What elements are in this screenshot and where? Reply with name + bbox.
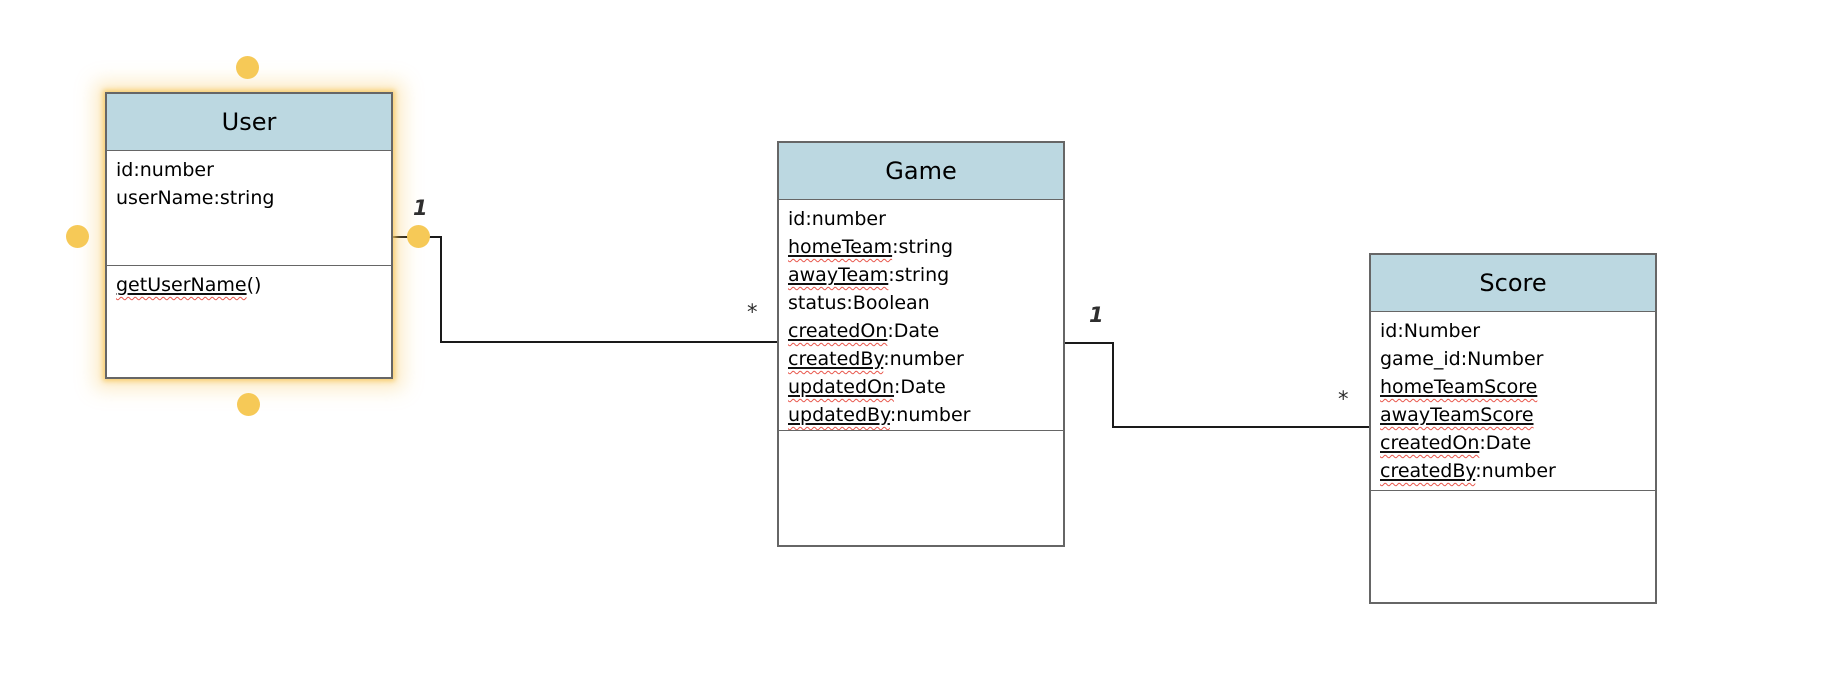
member-text: id:number bbox=[788, 208, 886, 230]
member-row: createdBy:number bbox=[788, 345, 1054, 373]
member-row: awayTeamScore bbox=[1380, 401, 1646, 429]
member-text: :string bbox=[888, 264, 950, 286]
misspelled-token: awayTeam bbox=[788, 264, 889, 286]
misspelled-token: homeTeam bbox=[788, 236, 893, 258]
selection-handle-left[interactable] bbox=[66, 225, 89, 248]
class-box-user[interactable]: User id:number userName:string getUserNam… bbox=[105, 92, 393, 379]
member-row: userName:string bbox=[116, 184, 382, 212]
member-row: game_id:Number bbox=[1380, 345, 1646, 373]
member-row: createdBy:number bbox=[1380, 457, 1646, 485]
misspelled-token: updatedOn bbox=[788, 376, 895, 398]
member-text: () bbox=[246, 274, 262, 296]
member-row: status:Boolean bbox=[788, 289, 1054, 317]
attributes-section-user: id:number userName:string bbox=[107, 150, 391, 265]
member-text: :Date bbox=[894, 376, 946, 398]
multiplicity-user-end[interactable]: 1 bbox=[413, 196, 428, 220]
member-text: :number bbox=[1475, 460, 1556, 482]
member-row: updatedBy:number bbox=[788, 401, 1054, 429]
member-row: awayTeam:string bbox=[788, 261, 1054, 289]
member-row: homeTeamScore bbox=[1380, 373, 1646, 401]
misspelled-token: getUserName bbox=[116, 274, 247, 296]
class-title-user: User bbox=[107, 94, 391, 150]
attributes-section-score: id:Number game_id:Number homeTeamScore away… bbox=[1371, 311, 1655, 490]
misspelled-token: awayTeamScore bbox=[1380, 404, 1534, 426]
member-row: id:number bbox=[116, 156, 382, 184]
member-text: game_id:Number bbox=[1380, 348, 1544, 370]
member-row: homeTeam:string bbox=[788, 233, 1054, 261]
connector-user-game[interactable] bbox=[393, 236, 777, 343]
misspelled-token: createdBy bbox=[788, 348, 884, 370]
connector-game-score[interactable] bbox=[1065, 342, 1369, 428]
methods-section-user: getUserName() bbox=[107, 265, 391, 377]
selection-handle-right[interactable] bbox=[407, 225, 430, 248]
member-row: getUserName() bbox=[116, 271, 382, 299]
class-title-game: Game bbox=[779, 143, 1063, 199]
class-title-score: Score bbox=[1371, 255, 1655, 311]
misspelled-token: createdOn bbox=[1380, 432, 1480, 454]
methods-section-score bbox=[1371, 490, 1655, 602]
member-text: :number bbox=[889, 404, 971, 426]
member-text: id:Number bbox=[1380, 320, 1481, 342]
class-box-score[interactable]: Score id:Number game_id:Number homeTeamSco… bbox=[1369, 253, 1657, 604]
misspelled-token: createdBy bbox=[1380, 460, 1476, 482]
member-text: userName:string bbox=[116, 187, 275, 209]
member-row: updatedOn:Date bbox=[788, 373, 1054, 401]
member-row: id:number bbox=[788, 205, 1054, 233]
multiplicity-score-end[interactable]: * bbox=[1338, 387, 1349, 411]
misspelled-token: homeTeamScore bbox=[1380, 376, 1538, 398]
member-text: :number bbox=[883, 348, 964, 370]
member-text: id:number bbox=[116, 159, 214, 181]
multiplicity-game-source-end[interactable]: 1 bbox=[1089, 303, 1104, 327]
multiplicity-game-end[interactable]: * bbox=[747, 300, 758, 324]
methods-section-game bbox=[779, 430, 1063, 545]
member-text: :string bbox=[892, 236, 954, 258]
member-row: createdOn:Date bbox=[788, 317, 1054, 345]
selection-handle-bottom[interactable] bbox=[237, 393, 260, 416]
member-text: :Date bbox=[1479, 432, 1532, 454]
member-row: id:Number bbox=[1380, 317, 1646, 345]
member-row: createdOn:Date bbox=[1380, 429, 1646, 457]
misspelled-token: updatedBy bbox=[788, 404, 890, 426]
misspelled-token: createdOn bbox=[788, 320, 888, 342]
member-text: :Date bbox=[887, 320, 940, 342]
member-text: status:Boolean bbox=[788, 292, 930, 314]
selection-handle-top[interactable] bbox=[236, 56, 259, 79]
